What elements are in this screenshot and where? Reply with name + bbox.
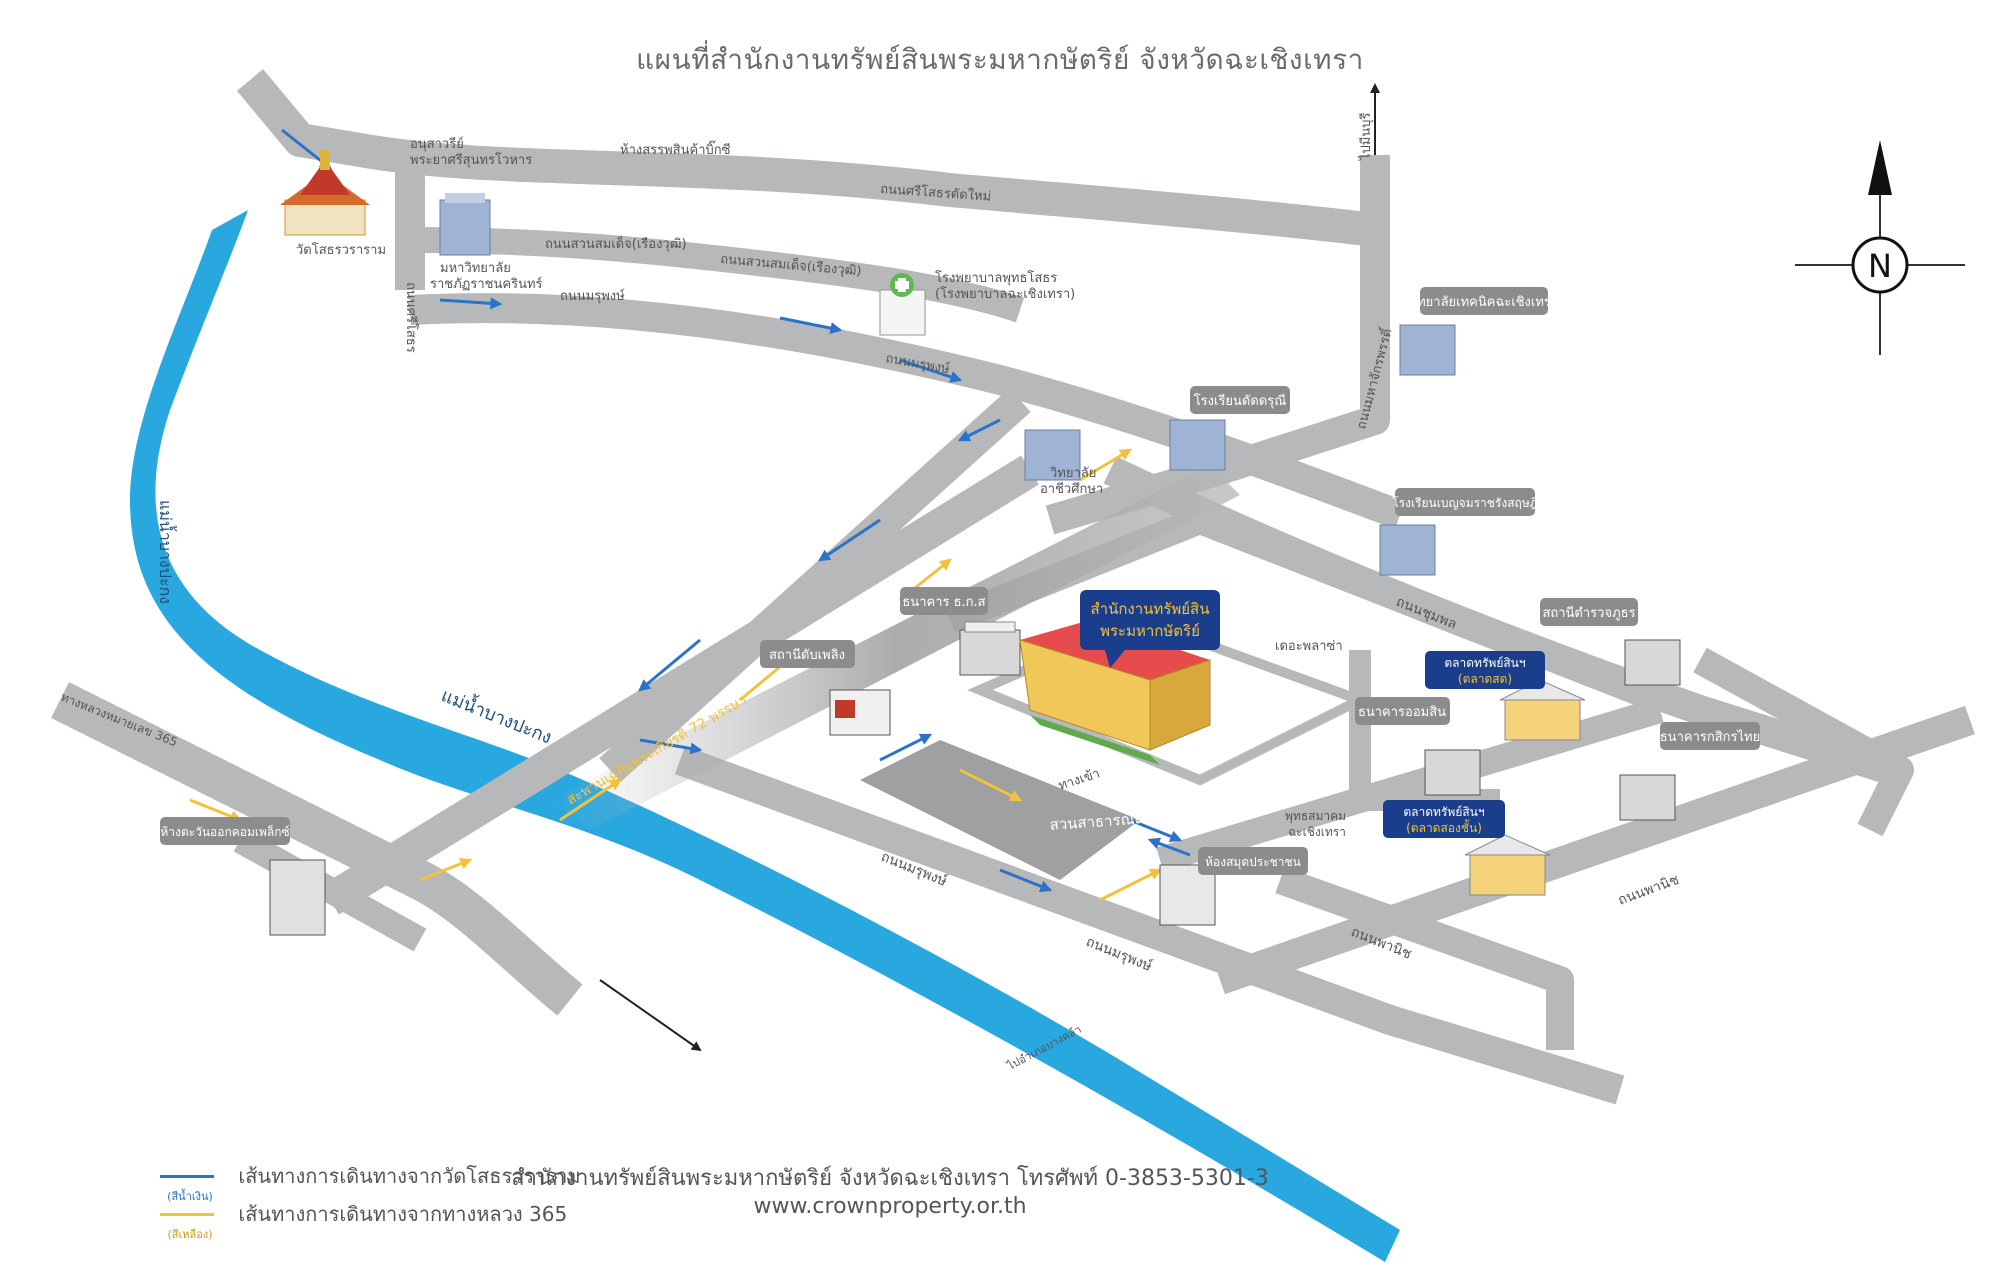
public-park-block	[860, 740, 1140, 880]
label-gsb: ธนาคารออมสิน	[1358, 705, 1446, 720]
legend-yellow: (สีเหลือง) เส้นทางการเดินทางจากทางหลวง 3…	[160, 1198, 568, 1241]
legend-yellow-swatch: (สีเหลือง)	[160, 1213, 220, 1241]
label-buddhist-2: ฉะเชิงเทรา	[1288, 825, 1346, 839]
label-buddhist-1: พุทธสมาคม	[1285, 809, 1346, 824]
building-icon-police	[1624, 639, 1681, 686]
label-the-plaza: เดอะพลาซ่า	[1275, 639, 1343, 654]
legend-blue-swatch-label: (สีน้ำเงิน)	[167, 1190, 213, 1203]
label-market-fresh-2: (ตลาดสด)	[1458, 672, 1512, 686]
legend-blue-text: เส้นทางการเดินทางจากวัดโสธรวราราม	[238, 1164, 581, 1188]
building-icon-tech-college	[1399, 324, 1456, 376]
label-library: ห้องสมุดประชาชน	[1205, 855, 1301, 870]
market-icon-fresh	[1499, 679, 1586, 741]
label-rd-suan-somdet-1: ถนนสวนสมเด็จ(เรืองวุฒิ)	[545, 234, 687, 252]
label-tech-college: วิทยาลัยเทคนิคฉะเชิงเทรา	[1409, 295, 1558, 310]
legend-yellow-swatch-label: (สีเหลือง)	[167, 1228, 213, 1241]
flyover-bridge	[550, 465, 1240, 830]
label-benchama: โรงเรียนเบญจมราชรังสฤษฎิ์	[1392, 494, 1539, 510]
compass-letter: N	[1868, 247, 1892, 285]
label-rd-sri-sothorn: ถนนศรีโสธรตัดใหม่	[880, 181, 992, 205]
label-vocational-2: อาชีวศึกษา	[1040, 481, 1103, 497]
market-icon-two-storey	[1464, 834, 1551, 896]
building-icon-baac	[959, 621, 1021, 676]
label-river-vertical: แม่น้ำบางปะกง	[156, 500, 177, 604]
label-rd-panich-2: ถนนพานิช	[1616, 872, 1681, 909]
legend-blue-swatch: (สีน้ำเงิน)	[160, 1175, 220, 1203]
building-icon-datsadarunee	[1169, 419, 1226, 471]
label-tawan-ok: ห้างตะวันออกคอมเพล็กซ์	[160, 824, 289, 839]
to-bangkhla-arrow-icon	[599, 979, 702, 1052]
label-fire-station: สถานีดับเพลิง	[769, 647, 845, 663]
label-university-2: ราชภัฏราชนครินทร์	[430, 276, 543, 292]
label-market-two-1: ตลาดทรัพย์สินฯ	[1403, 805, 1484, 819]
label-monument-1: อนุสาวรีย์	[410, 136, 464, 152]
north-arrow-icon	[1868, 140, 1892, 195]
fire-station-icon	[829, 689, 891, 736]
label-bank-baac: ธนาคาร ธ.ก.ส	[902, 595, 985, 610]
label-to-minburi: ไปมีนบุรี	[1358, 113, 1374, 161]
legend-blue: (สีน้ำเงิน) เส้นทางการเดินทางจากวัดโสธรว…	[160, 1160, 581, 1203]
blue-callouts: สำนักงานทรัพย์สิน พระมหากษัตริย์ ตลาดทรั…	[1080, 590, 1545, 838]
label-main-office-1: สำนักงานทรัพย์สิน	[1091, 600, 1210, 618]
blue-route	[281, 128, 1191, 893]
footer-website[interactable]: www.crownproperty.or.th	[753, 1194, 1027, 1219]
building-icon-tawan-ok	[269, 859, 326, 936]
label-wat: วัดโสธรวราราม	[296, 242, 386, 258]
building-icon-monument	[439, 193, 491, 256]
label-rd-marupong-1: ถนนมรุพงษ์	[560, 288, 625, 304]
gray-callouts: วิทยาลัยเทคนิคฉะเชิงเทรา โรงเรียนดัดดรุณ…	[160, 287, 1760, 875]
building-icon-kbank	[1619, 774, 1676, 821]
label-vocational-1: วิทยาลัย	[1049, 466, 1096, 481]
label-market-fresh-1: ตลาดทรัพย์สินฯ	[1444, 656, 1525, 670]
label-hospital-1: โรงพยาบาลพุทธโสธร	[935, 270, 1057, 286]
footer-contact: สำนักงานทรัพย์สินพระมหากษัตริย์ จังหวัดฉ…	[511, 1166, 1269, 1191]
bangpakong-river	[130, 210, 1400, 1262]
label-monument-2: พระยาศรีสุนทรโวหาร	[410, 152, 532, 168]
label-school-datsadarunee: โรงเรียนดัดดรุณี	[1194, 393, 1287, 409]
hospital-icon	[879, 273, 926, 336]
label-kbank: ธนาคารกสิกรไทย	[1660, 729, 1760, 745]
label-market-two-2: (ตลาดสองชั้น)	[1406, 819, 1482, 835]
page-title: แผนที่สำนักงานทรัพย์สินพระมหากษัตริย์ จั…	[636, 43, 1364, 76]
label-university-1: มหาวิทยาลัย	[440, 261, 511, 276]
building-icon-vocational	[1024, 429, 1081, 481]
compass	[1795, 140, 1965, 355]
building-icon-gsb	[1424, 749, 1481, 796]
label-hospital-2: (โรงพยาบาลฉะเชิงเทรา)	[935, 286, 1075, 302]
building-icon-benchama	[1379, 524, 1436, 576]
label-main-office-2: พระมหากษัตริย์	[1100, 622, 1200, 640]
label-police: สถานีตำรวจภูธร	[1542, 605, 1635, 621]
temple-icon	[280, 150, 370, 236]
label-big-c: ห้างสรรพสินค้าบิ๊กซี	[620, 140, 731, 158]
legend-yellow-text: เส้นทางการเดินทางจากทางหลวง 365	[238, 1202, 568, 1226]
label-entrance: ทางเข้า	[1057, 766, 1102, 794]
label-rd-sirisothorn: ถนนศรีโสธร	[403, 282, 419, 353]
